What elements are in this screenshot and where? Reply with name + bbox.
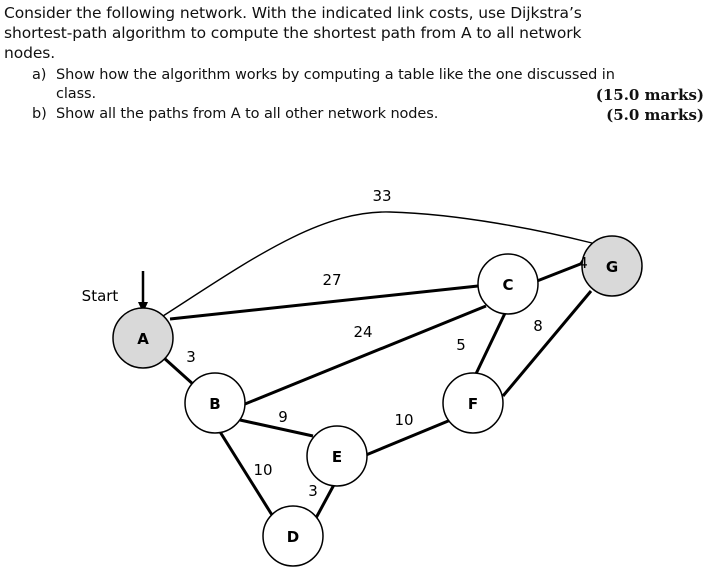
part-b-marks: (5.0 marks) bbox=[606, 106, 704, 124]
edge-label-e-d: 3 bbox=[308, 482, 318, 500]
edge-label-b-c: 24 bbox=[353, 323, 372, 341]
edge-label-f-g: 8 bbox=[533, 317, 543, 335]
edge-label-c-f: 5 bbox=[456, 336, 466, 354]
edge-a-c bbox=[169, 284, 479, 321]
edge-label-b-d: 10 bbox=[253, 461, 272, 479]
node-f-label: F bbox=[468, 395, 478, 413]
edge-e-f bbox=[365, 417, 454, 457]
node-e-label: E bbox=[332, 448, 342, 466]
node-d-label: D bbox=[287, 528, 299, 546]
edge-e-d bbox=[314, 480, 338, 519]
node-f bbox=[442, 372, 504, 434]
part-a-marks: (15.0 marks) bbox=[595, 86, 704, 104]
node-c-label: C bbox=[502, 276, 513, 294]
node-c bbox=[477, 253, 539, 315]
edge-c-f bbox=[472, 308, 509, 379]
edge-b-e bbox=[239, 418, 314, 438]
edge-label-a-c: 27 bbox=[322, 271, 341, 289]
node-a-label: A bbox=[137, 330, 149, 348]
edge-label-a-b: 3 bbox=[186, 348, 196, 366]
node-b-label: B bbox=[209, 395, 220, 413]
part-b-text: Show all the paths from A to all other n… bbox=[56, 106, 439, 122]
question-line-1: Consider the following network. With the… bbox=[4, 4, 582, 22]
node-d bbox=[262, 505, 324, 567]
part-b-label: b) bbox=[32, 106, 47, 122]
question-line-2: shortest-path algorithm to compute the s… bbox=[4, 24, 582, 42]
node-g bbox=[581, 235, 643, 297]
edge-label-c-g: 4 bbox=[578, 254, 588, 272]
part-a-label: a) bbox=[32, 67, 47, 83]
start-label: Start bbox=[82, 287, 119, 305]
node-b bbox=[184, 372, 246, 434]
node-a bbox=[112, 307, 174, 369]
edge-label-e-f: 10 bbox=[394, 411, 413, 429]
edge-b-d bbox=[215, 426, 274, 516]
edge-a-g bbox=[162, 211, 593, 317]
edge-label-a-g: 33 bbox=[372, 187, 391, 205]
node-e bbox=[306, 425, 368, 487]
edge-a-b bbox=[162, 356, 196, 387]
edge-f-g bbox=[501, 290, 593, 397]
part-a-text-2: class. bbox=[56, 86, 97, 102]
part-a-text-1: Show how the algorithm works by computin… bbox=[56, 67, 615, 83]
edge-c-g bbox=[536, 261, 584, 283]
node-g-label: G bbox=[606, 258, 618, 276]
question-line-3: nodes. bbox=[4, 44, 56, 62]
edge-label-b-e: 9 bbox=[278, 408, 288, 426]
edge-b-c bbox=[244, 304, 487, 406]
